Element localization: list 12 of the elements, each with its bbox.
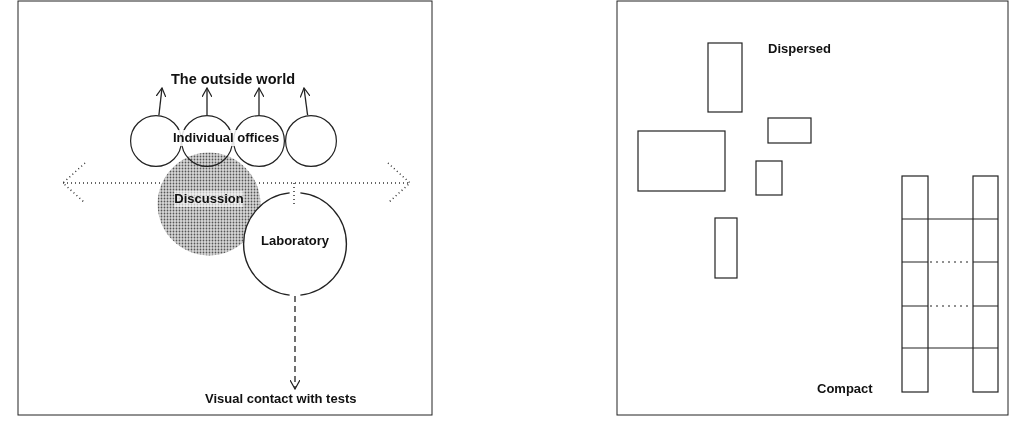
arrow bbox=[155, 87, 167, 116]
text-label: Compact bbox=[817, 381, 873, 397]
text-label: Individual offices bbox=[173, 130, 280, 146]
node-label: Laboratory bbox=[261, 233, 329, 249]
arrow bbox=[201, 87, 213, 116]
node-label: Discussion bbox=[174, 191, 244, 207]
arrow bbox=[253, 87, 265, 116]
node-label: Visual contact with tests bbox=[205, 391, 357, 406]
node-label: The outside world bbox=[169, 71, 297, 87]
text-label: Dispersed bbox=[768, 41, 831, 57]
arrow bbox=[299, 87, 311, 116]
arrow bbox=[289, 295, 301, 390]
